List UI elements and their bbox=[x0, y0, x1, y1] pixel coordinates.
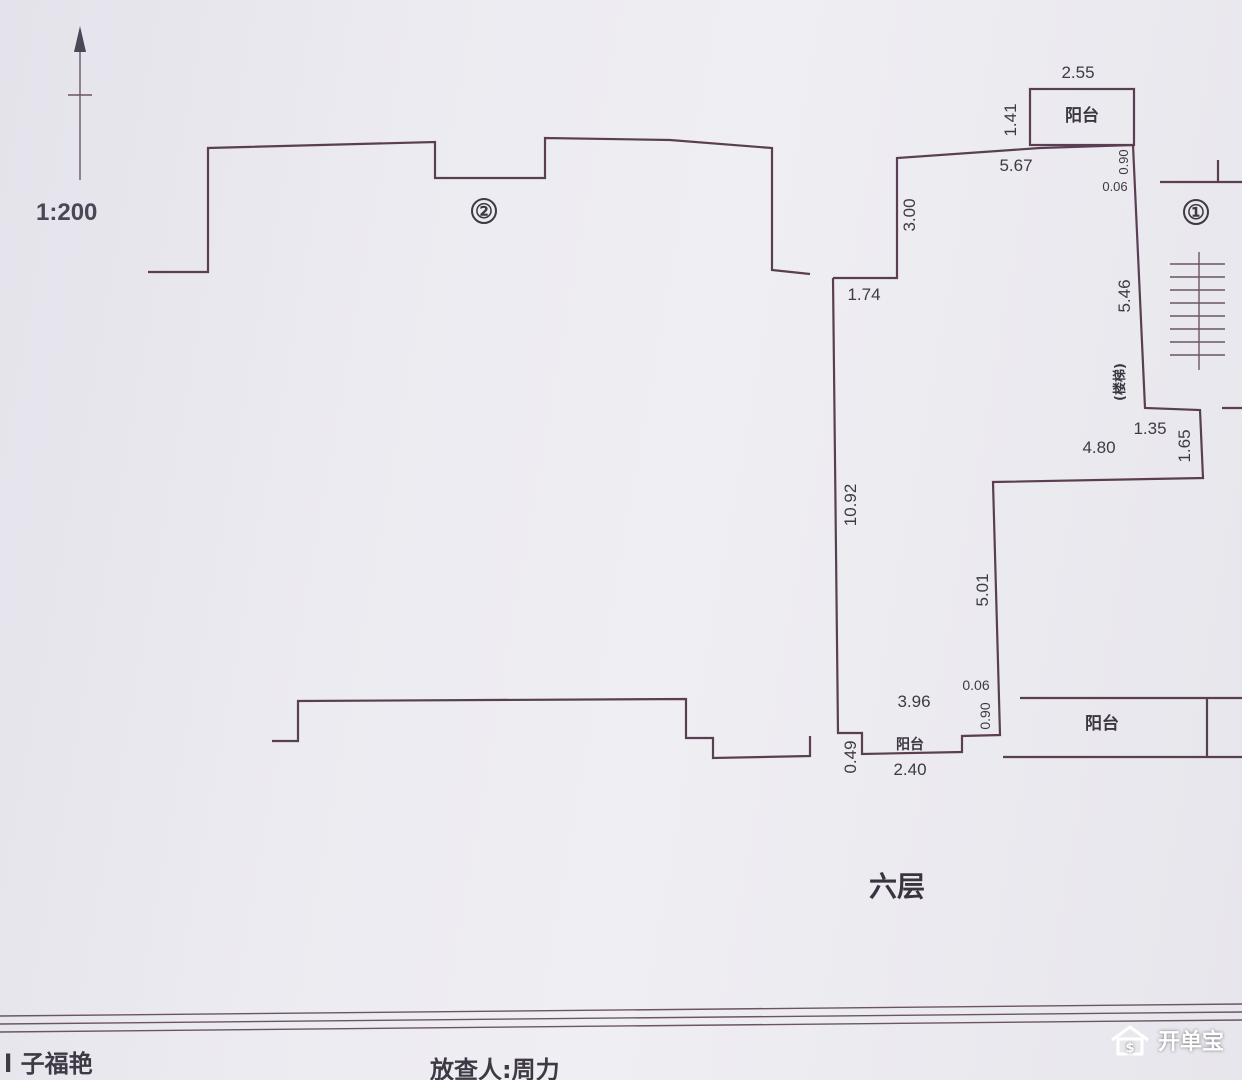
dim-small-a: 0.90 bbox=[1116, 149, 1131, 174]
scale-label: 1:200 bbox=[36, 199, 97, 226]
svg-text:$: $ bbox=[1125, 1041, 1134, 1056]
building-2-lower-outline bbox=[272, 697, 812, 760]
dim-top-wall: 5.67 bbox=[999, 156, 1032, 175]
svg-text:①: ① bbox=[1187, 202, 1205, 224]
dim-step-width: 1.35 bbox=[1133, 419, 1166, 438]
building-mark-1: ① bbox=[1183, 199, 1209, 225]
stair-note: (楼梯) bbox=[1112, 363, 1128, 401]
dim-left-long: 10.92 bbox=[841, 484, 860, 527]
bottom-right-balcony-label: 阳台 bbox=[1085, 713, 1119, 734]
north-arrow-icon bbox=[68, 26, 92, 180]
svg-text:②: ② bbox=[475, 201, 493, 223]
house-dollar-icon: $ bbox=[1108, 1024, 1152, 1056]
dim-mid-width: 4.80 bbox=[1082, 438, 1115, 457]
dim-small-b: 0.06 bbox=[1102, 179, 1127, 194]
stairs-icon bbox=[1170, 252, 1225, 370]
dim-left-upper: 3.00 bbox=[900, 198, 919, 231]
floor-label: 六层 bbox=[869, 870, 925, 903]
watermark-text: 开单宝 bbox=[1157, 1030, 1224, 1055]
dim-left-offset: 1.74 bbox=[847, 285, 880, 304]
dim-bottom-small: 0.06 bbox=[962, 677, 989, 693]
dim-step-height: 1.65 bbox=[1175, 429, 1194, 462]
top-balcony bbox=[1028, 87, 1136, 147]
dim-bottom-side: 0.90 bbox=[977, 702, 993, 729]
top-balcony-label: 阳台 bbox=[1065, 105, 1099, 126]
dim-bottom-balcony: 2.40 bbox=[893, 760, 926, 779]
bottom-left-balcony-label: 阳台 bbox=[896, 736, 924, 753]
building-mark-2: ② bbox=[471, 198, 497, 224]
footer-left-text: l 子福艳 bbox=[4, 1050, 93, 1078]
watermark: $ 开单宝 bbox=[1108, 1024, 1224, 1056]
dim-bottom-width: 3.96 bbox=[897, 692, 930, 711]
dim-bottom-left: 0.49 bbox=[841, 740, 860, 773]
dim-top-width: 2.55 bbox=[1061, 63, 1094, 82]
dim-top-side: 1.41 bbox=[1001, 103, 1020, 136]
dim-lower-right: 5.01 bbox=[973, 573, 992, 606]
footer-middle-text: 放查人:周力 bbox=[429, 1056, 560, 1080]
unit-outline bbox=[831, 143, 1205, 756]
dim-right-long: 5.46 bbox=[1115, 279, 1134, 312]
building-2-upper-outline bbox=[148, 136, 811, 276]
